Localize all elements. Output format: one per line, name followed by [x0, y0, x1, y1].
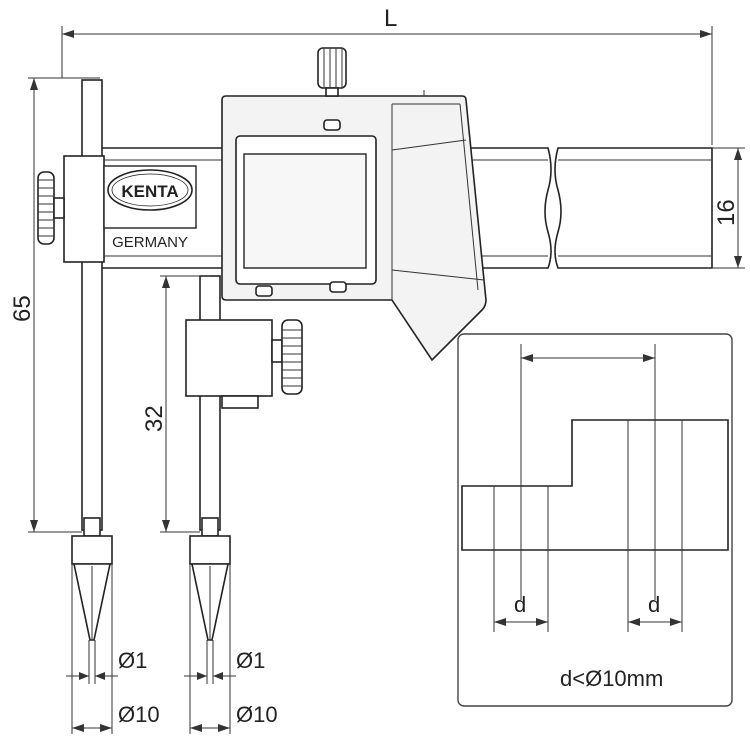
inset-d-right-label: d	[648, 592, 660, 617]
inset-diagram: d d d<Ø10mm	[457, 333, 733, 707]
left-tip-dimensions: Ø1 Ø10	[66, 564, 160, 734]
slide-jaw-depth-label: 32	[141, 405, 168, 432]
length-label: L	[384, 5, 397, 32]
brand-logo: KENTA GERMANY	[103, 165, 197, 251]
slide-jaw-depth-dimension: 32	[141, 275, 210, 533]
fixed-jaw	[37, 79, 113, 641]
lcd-display	[243, 153, 367, 269]
right-large-diameter-label: Ø10	[236, 702, 278, 727]
brand-country: GERMANY	[112, 234, 188, 251]
brand-name: KENTA	[121, 182, 178, 201]
fixed-jaw-depth-dimension: 65	[9, 77, 100, 533]
right-tip-dimensions: Ø1 Ø10	[184, 564, 278, 734]
inset-d-left-label: d	[514, 592, 526, 617]
right-thumbwheel-icon	[281, 319, 303, 395]
left-thumbwheel-icon	[37, 171, 55, 245]
length-dimension: L	[61, 5, 713, 145]
sliding-jaw	[185, 275, 303, 641]
beam-height-dimension: 16	[712, 147, 745, 269]
left-large-diameter-label: Ø10	[118, 702, 160, 727]
inset-condition-label: d<Ø10mm	[560, 666, 663, 691]
caliper-head	[221, 47, 487, 362]
bottom-right-button	[329, 281, 347, 293]
fixed-jaw-depth-label: 65	[9, 295, 36, 322]
beam-height-label: 16	[713, 199, 740, 226]
top-button	[323, 119, 341, 131]
right-small-diameter-label: Ø1	[236, 648, 265, 673]
bottom-left-button	[255, 285, 273, 297]
left-small-diameter-label: Ø1	[118, 648, 147, 673]
